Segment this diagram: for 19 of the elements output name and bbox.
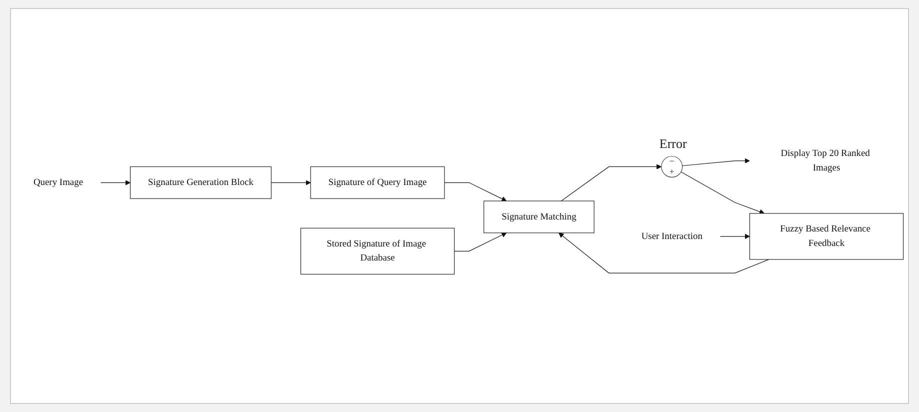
arrow bbox=[444, 182, 507, 202]
node-circle: − + bbox=[661, 156, 683, 178]
node-text: Query Image bbox=[33, 177, 84, 188]
node-box: Signature Matching bbox=[484, 200, 594, 234]
arrow bbox=[558, 232, 770, 274]
node-box: Stored Signature of Image Database bbox=[300, 228, 455, 274]
arrow bbox=[454, 232, 507, 252]
arrow bbox=[680, 172, 764, 214]
arrow bbox=[560, 164, 662, 202]
node-text: User Interaction bbox=[641, 231, 702, 242]
node-box: Fuzzy Based Relevance Feedback bbox=[749, 213, 904, 260]
node-box: Signature Generation Block bbox=[130, 166, 272, 199]
arrow bbox=[100, 180, 131, 186]
node-text: Display Top 20 Ranked Images bbox=[780, 148, 870, 173]
arrow bbox=[682, 158, 750, 166]
arrow bbox=[720, 234, 750, 240]
node-box: Signature of Query Image bbox=[310, 166, 445, 199]
arrow bbox=[270, 180, 311, 186]
node-caption: Error bbox=[659, 136, 687, 152]
